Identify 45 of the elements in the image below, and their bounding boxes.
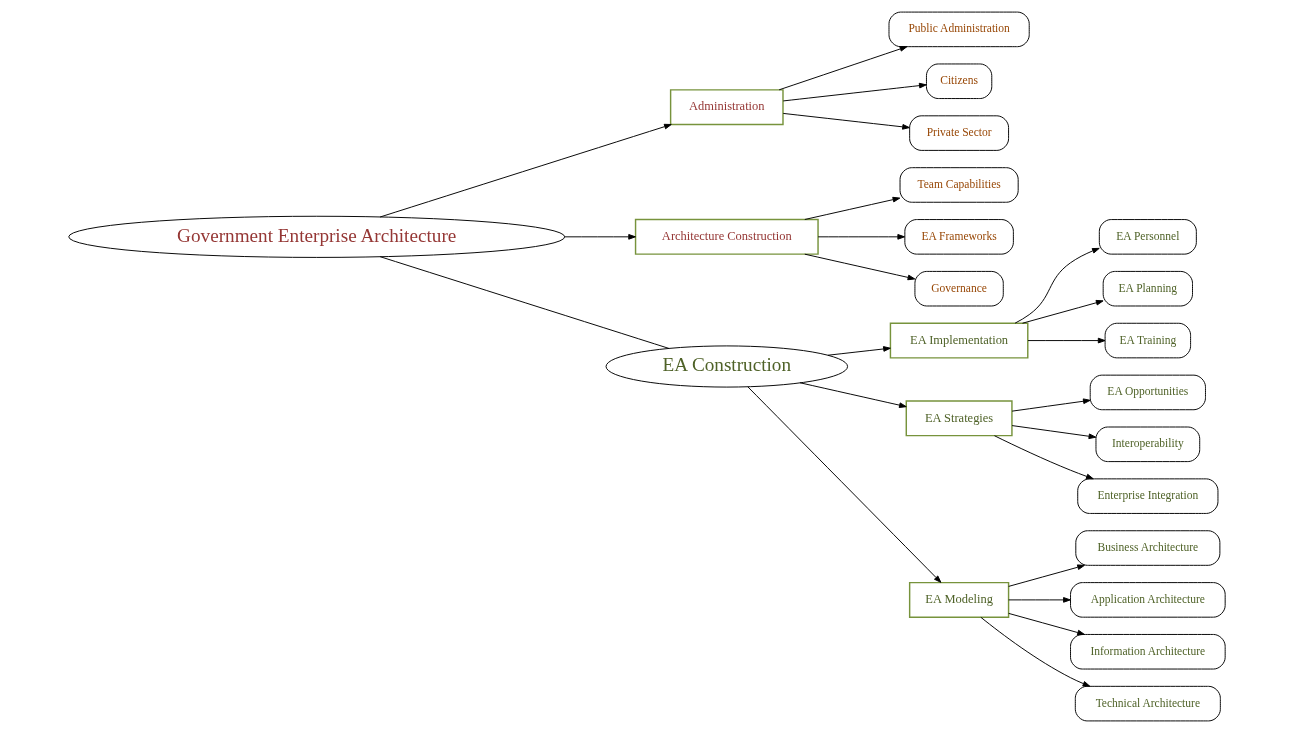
node-box: Administration	[669, 89, 784, 126]
arrow	[980, 616, 1091, 687]
node-box: EA Strategies	[905, 400, 1013, 437]
node-box: Architecture Construction	[634, 218, 819, 255]
node-box: Citizens	[926, 63, 993, 99]
arrow	[804, 253, 916, 281]
arrow	[747, 386, 942, 583]
node-box: Interoperability	[1095, 426, 1201, 463]
arrow	[379, 123, 672, 218]
arrow	[804, 196, 901, 220]
arrow	[994, 435, 1094, 480]
arrow	[1008, 612, 1085, 636]
node-box: EA Personnel	[1098, 219, 1197, 255]
arrow	[799, 382, 907, 408]
node-box: EA Opportunities	[1089, 374, 1206, 411]
node-box: EA Training	[1104, 322, 1192, 359]
node-box: Information Architecture	[1070, 634, 1226, 670]
node-ellipse: EA Construction	[605, 345, 849, 388]
arrow	[1011, 425, 1097, 440]
arrow	[778, 46, 908, 91]
node-box: Private Sector	[909, 115, 1010, 151]
node-box: EA Implementation	[889, 322, 1029, 359]
arrow	[1022, 299, 1104, 324]
node-box: EA Planning	[1102, 270, 1193, 307]
node-box: Enterprise Integration	[1077, 478, 1219, 514]
connector	[379, 256, 670, 350]
node-box: EA Modeling	[908, 581, 1010, 618]
node-box: Business Architecture	[1075, 530, 1221, 566]
node-box: EA Frameworks	[904, 219, 1014, 255]
arrow	[782, 112, 910, 130]
arrow	[1027, 337, 1106, 344]
arrow	[1011, 398, 1091, 412]
arrow	[782, 82, 927, 102]
arrow	[1014, 247, 1100, 324]
arrow	[1008, 564, 1085, 587]
node-box: Governance	[914, 270, 1004, 307]
node-box: Public Administration	[888, 11, 1030, 48]
node-box: Application Architecture	[1070, 582, 1226, 618]
node-box: Technical Architecture	[1074, 685, 1221, 722]
arrow	[817, 234, 906, 240]
node-ellipse: Government Enterprise Architecture	[68, 215, 566, 258]
arrow	[827, 346, 891, 356]
arrow	[564, 234, 636, 240]
node-box: Team Capabilities	[899, 167, 1019, 203]
arrow	[1008, 597, 1071, 603]
